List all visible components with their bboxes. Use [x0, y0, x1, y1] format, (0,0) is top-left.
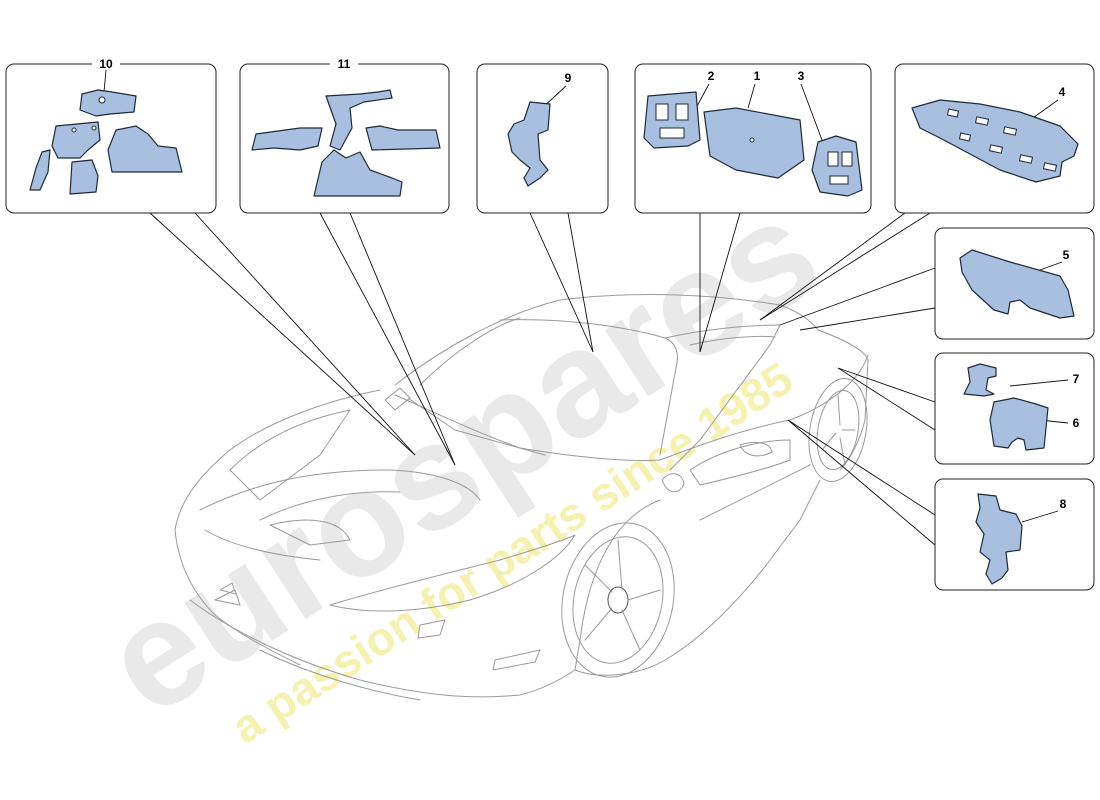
leader-9 — [529, 212, 594, 353]
panel-8: 8 — [934, 478, 1095, 591]
callout-3: 3 — [798, 69, 805, 83]
part-5 — [959, 249, 1075, 319]
car-outline — [174, 294, 869, 701]
callout-6: 6 — [1073, 416, 1080, 430]
callout-9: 9 — [565, 71, 572, 85]
leader-8b — [787, 419, 936, 546]
panel-10: 10 — [5, 57, 217, 214]
part-4 — [911, 99, 1079, 183]
leader-10 — [149, 212, 416, 456]
panel-4: 4 — [894, 63, 1095, 214]
callout-8: 8 — [1060, 497, 1067, 511]
leader-8 — [787, 419, 936, 516]
leader-4 — [759, 212, 906, 321]
part-10-piece-a — [79, 89, 137, 117]
leader-4b — [759, 212, 931, 321]
part-10-piece-e — [69, 159, 99, 195]
part-11-piece-c — [365, 125, 441, 151]
part-10-piece-c — [107, 125, 183, 173]
leader-11 — [319, 212, 456, 466]
panel-5: 5 — [934, 227, 1095, 340]
leader-67 — [837, 367, 936, 403]
watermark-brand: eurospares — [76, 165, 846, 746]
leader-5b — [799, 307, 936, 331]
panel-11: 11 — [239, 57, 450, 214]
leader-11b — [349, 212, 456, 466]
part-2 — [643, 91, 701, 149]
callout-10: 10 — [99, 57, 113, 71]
part-10-piece-d — [29, 149, 51, 191]
leader-10b — [194, 212, 416, 456]
part-11-piece-a — [325, 89, 393, 151]
part-8 — [975, 493, 1023, 585]
callout-11: 11 — [338, 57, 351, 71]
watermark: eurospares a passion for parts since 198… — [76, 165, 846, 753]
part-7 — [963, 363, 997, 397]
leader-1b — [699, 212, 741, 353]
part-9 — [507, 101, 551, 187]
part-11-piece-b — [251, 127, 323, 151]
callout-5: 5 — [1063, 248, 1070, 262]
callout-7: 7 — [1073, 372, 1080, 386]
leader-lines — [149, 212, 936, 546]
leader-9b — [567, 212, 594, 353]
leader-5 — [779, 267, 936, 326]
part-11-piece-d — [313, 149, 403, 197]
callout-1: 1 — [754, 69, 761, 83]
part-1 — [703, 107, 805, 179]
callout-2: 2 — [708, 69, 715, 83]
leader-67b — [837, 367, 936, 431]
callout-4: 4 — [1059, 85, 1066, 99]
part-6 — [989, 397, 1049, 451]
panel-1-2-3: 2 1 3 — [634, 63, 872, 214]
part-10-piece-b — [51, 121, 101, 159]
panel-9: 9 — [476, 63, 609, 214]
panel-6-7: 7 6 — [934, 352, 1095, 465]
